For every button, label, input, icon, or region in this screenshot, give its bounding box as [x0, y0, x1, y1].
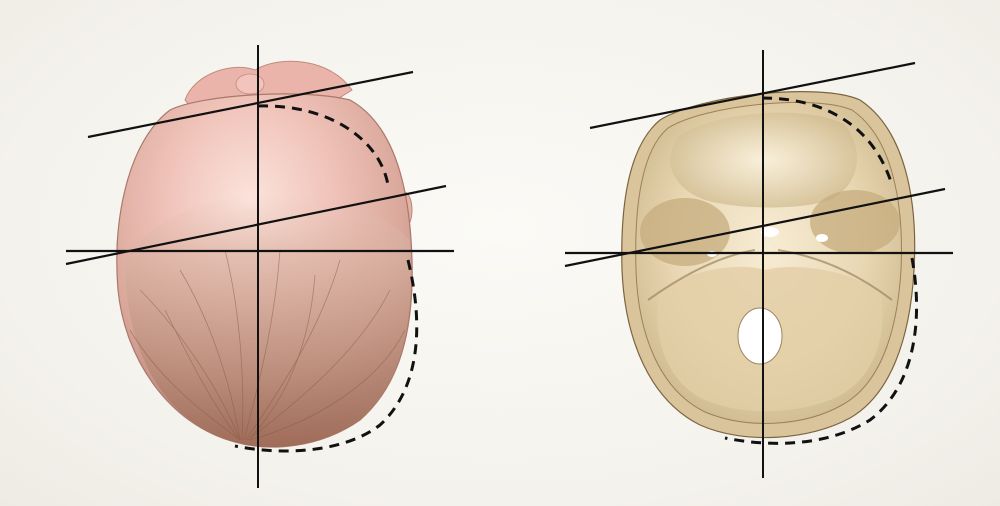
nose-shape	[236, 74, 264, 94]
infant-head-panel	[66, 45, 454, 488]
foramen-magnum	[738, 308, 782, 364]
left-middle-fossa	[640, 198, 730, 266]
right-middle-fossa	[810, 190, 900, 254]
skull-base-panel	[565, 50, 953, 478]
foramen-right	[816, 234, 828, 242]
